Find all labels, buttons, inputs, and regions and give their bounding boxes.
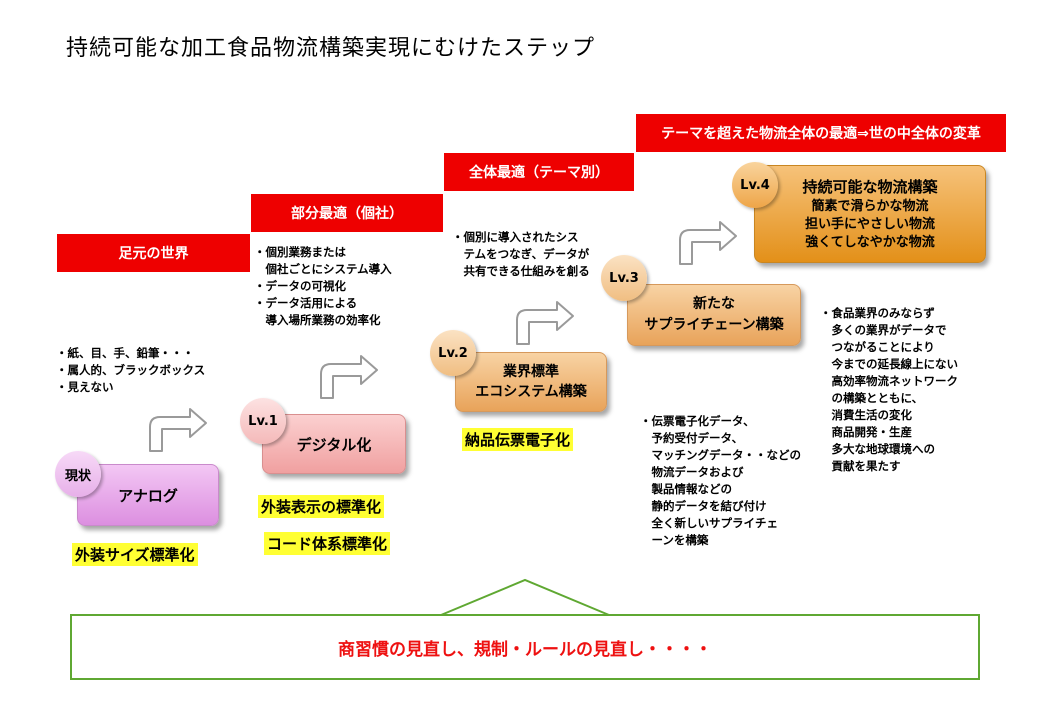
note-line: 消費生活の変化 xyxy=(820,408,912,422)
step-arrow-icon xyxy=(149,408,207,452)
note-lv3: ・伝票電子化データ、 予約受付データ、 マッチングデータ・・などの 物流データお… xyxy=(640,413,801,549)
note-line: 物流データおよび xyxy=(640,465,744,479)
step-label: エコシステム構築 xyxy=(475,384,587,400)
badge-current: 現状 xyxy=(55,451,101,497)
note-line: ・紙、目、手、鉛筆・・・ xyxy=(56,346,194,360)
highlight-delivery-slip-digitization: 納品伝票電子化 xyxy=(462,428,574,451)
note-line: 静的データを結び付け xyxy=(640,499,767,513)
note-line: 多大な地球環境への xyxy=(820,442,935,456)
bottom-message: 商習慣の見直し、規制・ルールの見直し・・・・ xyxy=(338,639,712,660)
note-lv1: ・個別業務または 個社ごとにシステム導入 ・データの可視化 ・データ活用による … xyxy=(254,244,392,329)
step-digitalization: デジタル化 xyxy=(262,414,406,474)
note-line: ・データ活用による xyxy=(254,296,358,310)
note-line: ・見えない xyxy=(56,380,114,394)
badge-lv4: Lv.4 xyxy=(732,162,778,208)
note-lv2: ・個別に導入されたシス テムをつなぎ、データが 共有できる仕組みを創る xyxy=(452,229,590,280)
badge-lv2: Lv.2 xyxy=(430,330,476,376)
note-lv4: ・食品業界のみならず 多くの業界がデータで つながることにより 今までの延長線上… xyxy=(820,305,958,475)
note-line: つながることにより xyxy=(820,340,935,354)
note-line: 多くの業界がデータで xyxy=(820,323,947,337)
step-arrow-icon xyxy=(679,221,737,265)
note-line: ・属人的、ブラックボックス xyxy=(56,363,206,377)
note-line: ・伝票電子化データ、 xyxy=(640,414,755,428)
step-label: 強くてしなやかな物流 xyxy=(805,235,935,250)
note-line: ーンを構築 xyxy=(640,533,709,547)
note-line: 予約受付データ、 xyxy=(640,431,744,445)
step-label: 新たな xyxy=(693,296,735,312)
step-arrow-icon xyxy=(320,355,378,399)
note-line: 高効率物流ネットワーク xyxy=(820,374,958,388)
note-line: 導入場所業務の効率化 xyxy=(254,313,381,327)
note-line: テムをつなぎ、データが xyxy=(452,247,590,261)
step-sustainable-logistics: 持続可能な物流構築 簡素で滑らかな物流 担い手にやさしい物流 強くてしなやかな物… xyxy=(754,165,986,263)
up-arrow-icon xyxy=(440,578,610,616)
step-label: 担い手にやさしい物流 xyxy=(804,217,935,232)
note-line: 製品情報などの xyxy=(640,482,732,496)
step-analog: アナログ xyxy=(77,464,219,526)
note-line: マッチングデータ・・などの xyxy=(640,448,801,462)
note-line: 商品開発・生産 xyxy=(820,425,912,439)
badge-lv3: Lv.3 xyxy=(601,255,647,301)
bar-partial-optimization: 部分最適（個社） xyxy=(251,194,443,232)
note-line: 個社ごとにシステム導入 xyxy=(254,262,392,276)
note-line: 貢献を果たす xyxy=(820,459,901,473)
step-heading: 持続可能な物流構築 xyxy=(802,178,938,196)
step-industry-standard-ecosystem: 業界標準 エコシステム構築 xyxy=(455,352,607,412)
page-title: 持続可能な加工食品物流構築実現にむけたステップ xyxy=(66,36,596,61)
highlight-outer-label-standard: 外装表示の標準化 xyxy=(258,495,385,518)
note-line: 今までの延長線上にない xyxy=(820,357,958,371)
step-label: アナログ xyxy=(118,486,178,505)
bottom-message-box: 商習慣の見直し、規制・ルールの見直し・・・・ xyxy=(70,614,980,680)
step-arrow-icon xyxy=(516,301,574,345)
highlight-outer-size-standard: 外装サイズ標準化 xyxy=(72,543,198,566)
note-line: ・食品業界のみならず xyxy=(820,306,935,320)
note-line: ・個別業務または xyxy=(254,245,346,259)
step-label: デジタル化 xyxy=(296,435,372,454)
note-line: の構築とともに、 xyxy=(820,391,924,405)
note-line: ・個別に導入されたシス xyxy=(452,230,579,244)
bar-whole-logistics-transformation: テーマを超えた物流全体の最適⇒世の中全体の変革 xyxy=(636,114,1006,152)
step-label: 簡素で滑らかな物流 xyxy=(811,199,929,214)
bar-overall-optimization: 全体最適（テーマ別） xyxy=(444,153,634,191)
highlight-code-system-standard: コード体系標準化 xyxy=(264,532,391,555)
note-line: 共有できる仕組みを創る xyxy=(452,264,590,278)
badge-lv1: Lv.1 xyxy=(240,398,286,444)
bar-foundation-world: 足元の世界 xyxy=(57,234,250,272)
note-line: ・データの可視化 xyxy=(254,279,346,293)
step-label: 業界標準 xyxy=(503,364,559,380)
note-line: 全く新しいサプライチェ xyxy=(640,516,778,530)
step-label: サプライチェーン構築 xyxy=(644,317,784,333)
note-current: ・紙、目、手、鉛筆・・・ ・属人的、ブラックボックス ・見えない xyxy=(56,345,205,396)
step-new-supply-chain: 新たな サプライチェーン構築 xyxy=(627,284,801,346)
